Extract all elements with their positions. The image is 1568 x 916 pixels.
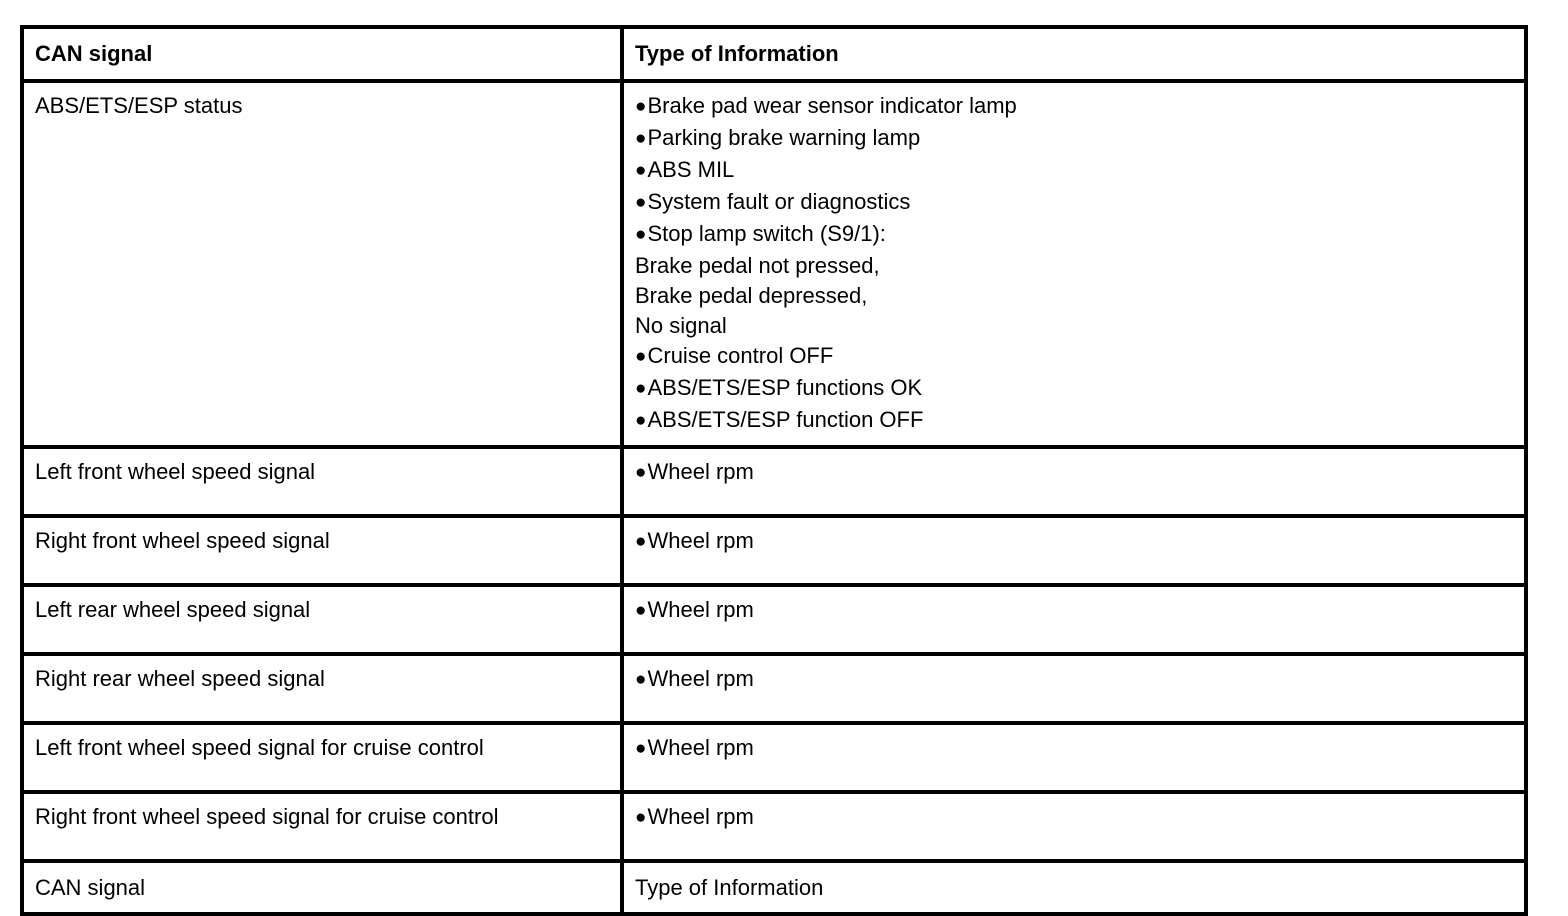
bullet-icon: ● [635,462,647,483]
type-of-information-cell: ●Brake pad wear sensor indicator lamp●Pa… [620,79,1528,449]
can-signal-cell: Left front wheel speed signal for cruise… [20,721,624,794]
type-of-information-cell: ●Wheel rpm [620,514,1528,587]
bullet-icon: ● [635,531,647,552]
bulleted-info-line: ●ABS/ETS/ESP function OFF [635,405,1514,437]
bulleted-info-line: ●Stop lamp switch (S9/1): [635,219,1514,251]
bullet-icon: ● [635,669,647,690]
bulleted-info-line: ●Wheel rpm [635,526,1514,558]
bullet-icon: ● [635,600,647,621]
table-row: ABS/ETS/ESP status ●Brake pad wear senso… [20,79,1528,449]
table-row: Left rear wheel speed signal ●Wheel rpm [20,583,1528,656]
document-page: CAN signal Type of Information ABS/ETS/E… [20,25,1528,916]
bulleted-info-line: ●Wheel rpm [635,457,1514,489]
bullet-icon: ● [635,160,647,181]
info-line: No signal [635,313,727,338]
info-line: Brake pedal depressed, [635,283,868,308]
can-signal-cell: ABS/ETS/ESP status [20,79,624,449]
header-cell-type-of-information: Type of Information [620,25,1528,83]
table-row: Right front wheel speed signal ●Wheel rp… [20,514,1528,587]
bulleted-info-line: ●Wheel rpm [635,595,1514,627]
footer-cell-can-signal: CAN signal [20,859,624,916]
bulleted-info-line: ●Wheel rpm [635,802,1514,834]
footer-cell-type-of-information: Type of Information [620,859,1528,916]
table-row: Left front wheel speed signal for cruise… [20,721,1528,794]
bulleted-info-line: ●System fault or diagnostics [635,187,1514,219]
can-signal-table: CAN signal Type of Information ABS/ETS/E… [20,25,1528,916]
bulleted-info-line: ●ABS/ETS/ESP functions OK [635,373,1514,405]
type-of-information-cell: ●Wheel rpm [620,583,1528,656]
can-signal-cell: Left front wheel speed signal [20,445,624,518]
table-footer-row: CAN signal Type of Information [20,859,1528,916]
table-row: Right front wheel speed signal for cruis… [20,790,1528,863]
bulleted-info-line: ●Wheel rpm [635,733,1514,765]
bullet-icon: ● [635,410,647,431]
bullet-icon: ● [635,738,647,759]
info-line: Brake pedal not pressed, [635,253,880,278]
type-of-information-cell: ●Wheel rpm [620,721,1528,794]
bullet-icon: ● [635,346,647,367]
bulleted-info-line: ●Wheel rpm [635,664,1514,696]
type-of-information-cell: ●Wheel rpm [620,652,1528,725]
type-of-information-cell: ●Wheel rpm [620,445,1528,518]
bullet-icon: ● [635,96,647,117]
can-signal-cell: Right front wheel speed signal for cruis… [20,790,624,863]
type-of-information-cell: ●Wheel rpm [620,790,1528,863]
bullet-icon: ● [635,807,647,828]
bulleted-info-line: ●Brake pad wear sensor indicator lamp [635,91,1514,123]
header-cell-can-signal: CAN signal [20,25,624,83]
table-header-row: CAN signal Type of Information [20,25,1528,83]
bullet-icon: ● [635,224,647,245]
bullet-icon: ● [635,128,647,149]
can-signal-cell: Right front wheel speed signal [20,514,624,587]
bulleted-info-line: ●ABS MIL [635,155,1514,187]
table-row: Left front wheel speed signal ●Wheel rpm [20,445,1528,518]
table-body: ABS/ETS/ESP status ●Brake pad wear senso… [20,79,1528,863]
table-row: Right rear wheel speed signal ●Wheel rpm [20,652,1528,725]
bullet-icon: ● [635,378,647,399]
can-signal-cell: Right rear wheel speed signal [20,652,624,725]
bulleted-info-line: ●Cruise control OFF [635,341,1514,373]
bulleted-info-line: ●Parking brake warning lamp [635,123,1514,155]
bullet-icon: ● [635,192,647,213]
can-signal-cell: Left rear wheel speed signal [20,583,624,656]
